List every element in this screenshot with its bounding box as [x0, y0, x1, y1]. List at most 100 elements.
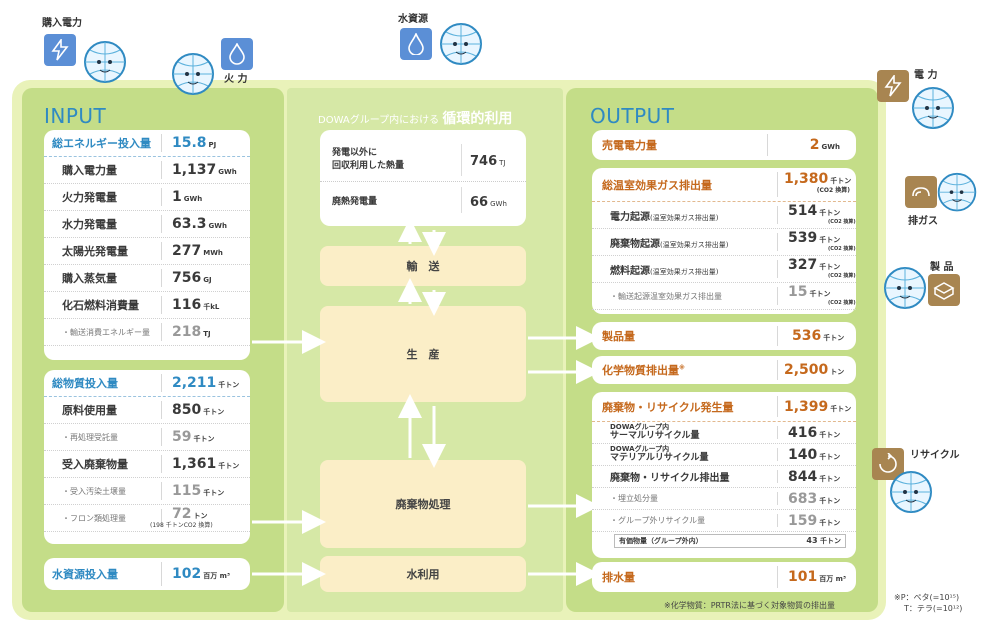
chemicals-mark: ※: [679, 364, 685, 372]
row-value: 683: [788, 490, 818, 507]
row-value: 844: [788, 468, 818, 485]
row-unit-note: (CO2 換算): [828, 246, 856, 252]
row-label: DOWAグループ内サーマルリサイクル量: [592, 423, 777, 442]
row-value: 140: [788, 446, 818, 463]
row-label-main: 水力発電量: [62, 218, 117, 231]
row-unit: 千トン: [809, 290, 831, 298]
drainage-unit: 百万 m³: [819, 575, 847, 583]
row-value: 1,361: [172, 456, 217, 472]
row-value: 514: [788, 203, 818, 219]
globe-mascot-icon: [436, 22, 486, 74]
row-separator: [777, 260, 778, 278]
recycle-label: リサイクル: [910, 450, 960, 461]
chemicals-unit: トン: [830, 368, 845, 376]
row-label: 火力発電量: [44, 189, 161, 205]
row-separator: [777, 206, 778, 224]
row-label: 廃棄物起源(温室効果ガス排出量): [592, 235, 777, 250]
row-label-main: ・受入汚染土壌量: [62, 486, 126, 496]
row-label-main: サーマルリサイクル量: [610, 431, 700, 441]
row-label-main: 電力起源: [610, 211, 650, 223]
row-label: 原料使用量: [44, 402, 161, 418]
row-label: 太陽光発電量: [44, 243, 161, 259]
row-separator: [161, 161, 162, 179]
ghg-total-label: 総温室効果ガス排出量: [602, 178, 712, 192]
waste-heat-power-label: 廃熱発電量: [332, 196, 378, 207]
row-separator: [161, 188, 162, 206]
lightning-icon: [44, 34, 76, 66]
products-unit: 千トン: [823, 334, 845, 342]
row-separator: [777, 492, 778, 505]
drainage-label: 排水量: [602, 571, 635, 584]
row-label: ・埋立処分量: [592, 493, 777, 504]
row-label: ・輸送消費エネルギー量: [44, 327, 161, 338]
drainage-value: 101: [788, 569, 818, 585]
power-sold-value: 2: [809, 137, 820, 153]
globe-mascot-icon: [880, 266, 930, 318]
ghg-total-value: 1,380: [784, 170, 829, 187]
row-unit: 千トン: [819, 430, 841, 439]
row-unit: 千トン: [203, 408, 225, 416]
row-label-small: (温室効果ガス排出量): [650, 267, 719, 276]
power-sold-label: 売電電力量: [602, 139, 657, 152]
water-input-value: 102: [172, 566, 202, 582]
row-label: ・再処理受託量: [44, 432, 161, 443]
row-unit: 千トン: [819, 496, 841, 505]
center-title-small: DOWAグループ内における: [318, 115, 440, 126]
row-unit-note: (CO2 換算): [828, 219, 856, 225]
row-label-main: 廃棄物起源: [610, 238, 660, 250]
chemical-footnote: ※化学物質：PRTR法に基づく対象物質の排出量: [664, 601, 835, 610]
row-separator: [777, 287, 778, 305]
chemicals-label: 化学物質排出量: [602, 364, 679, 377]
row-unit: トン: [193, 511, 208, 520]
products-label: 製品量: [602, 330, 635, 343]
row-label: 購入電力量: [44, 162, 161, 178]
output-title: OUTPUT: [590, 104, 675, 128]
waste-heat-power-unit: GWh: [490, 199, 507, 208]
products-value: 536: [792, 328, 822, 344]
row-value: 756: [172, 270, 202, 286]
products-label: 製 品: [930, 262, 954, 273]
row-unit: 千トン: [819, 518, 841, 527]
ghg-total-unit-note: (CO2 換算): [816, 186, 850, 194]
row-value: 15: [788, 284, 808, 300]
row-unit: GWh: [183, 195, 203, 203]
row-label: ・受入汚染土壌量: [44, 486, 161, 497]
row-value: 277: [172, 243, 202, 259]
valuables-row: 有価物量（グループ外内） 43 千トン: [614, 534, 846, 548]
row-label: 電力起源(温室効果ガス排出量): [592, 208, 777, 223]
row-value: 218: [172, 324, 202, 340]
row-unit: 千トン: [819, 236, 841, 244]
row-value: 59: [172, 429, 192, 445]
row-unit: MWh: [203, 249, 223, 257]
row-label-main: ・再処理受託量: [62, 432, 118, 442]
row-label-main: ・埋立処分量: [610, 494, 658, 503]
globe-mascot-icon: [80, 40, 130, 92]
heat-recovery-label: 発電以外に 回収利用した熱量: [332, 147, 405, 171]
exhaust-label: 排ガス: [908, 216, 938, 227]
exhaust-gas-icon: [905, 176, 937, 208]
waste-heat-power-value: 66: [470, 194, 489, 210]
